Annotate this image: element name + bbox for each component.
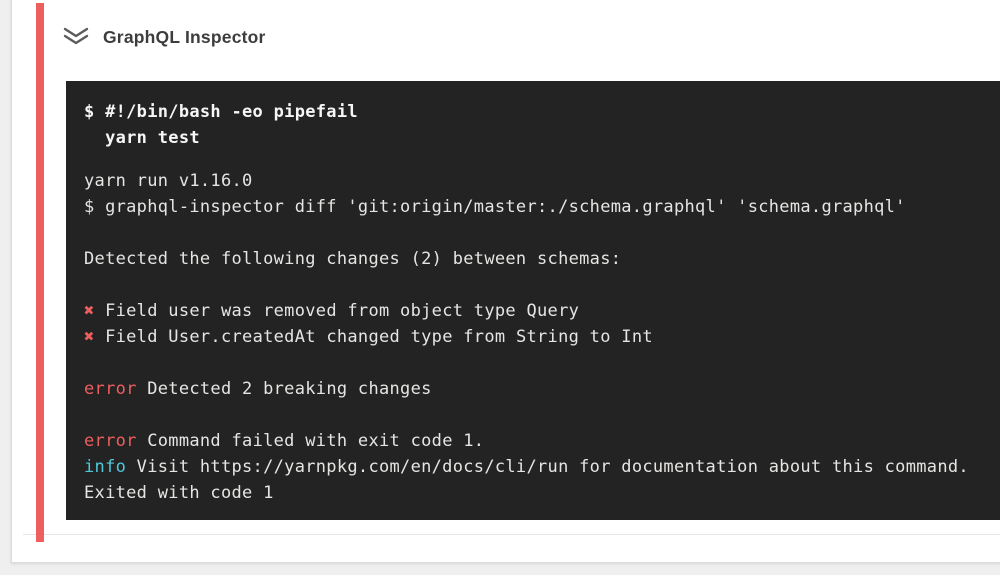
step-section [23, 0, 1000, 535]
failure-status-stripe [36, 3, 44, 542]
text-token: Field user was removed from object type … [94, 301, 580, 321]
info-token: info [84, 457, 127, 477]
step-title: GraphQL Inspector [103, 26, 266, 47]
terminal-line: yarn run v1.16.0 [84, 168, 982, 194]
text-token: Field User.createdAt changed type from S… [94, 327, 653, 347]
step-header[interactable]: GraphQL Inspector [62, 24, 266, 50]
terminal-line [84, 402, 982, 428]
terminal-line: error Command failed with exit code 1. [84, 428, 982, 454]
terminal-line: error Detected 2 breaking changes [84, 376, 982, 402]
error-token: ✖ [84, 327, 95, 347]
error-token: ✖ [84, 301, 95, 321]
terminal-line: ✖ Field user was removed from object typ… [84, 298, 982, 324]
text-token: $ graphql-inspector diff 'git:origin/mas… [84, 197, 906, 217]
terminal-line: ✖ Field User.createdAt changed type from… [84, 324, 982, 350]
command-block: $ #!/bin/bash -eo pipefail yarn test [84, 99, 982, 151]
text-token: yarn run v1.16.0 [84, 171, 253, 191]
double-chevron-down-icon[interactable] [62, 26, 90, 48]
error-token: error [84, 379, 137, 399]
text-token: Visit https://yarnpkg.com/en/docs/cli/ru… [126, 457, 969, 477]
terminal-command-line: $ #!/bin/bash -eo pipefail [84, 102, 358, 122]
terminal-line: $ graphql-inspector diff 'git:origin/mas… [84, 194, 982, 220]
output-block: yarn run v1.16.0 $ graphql-inspector diff… [84, 168, 982, 506]
terminal-command-line: yarn test [84, 128, 200, 148]
text-token: Detected 2 breaking changes [136, 379, 432, 399]
terminal-line [84, 220, 982, 246]
terminal-line [84, 350, 982, 376]
terminal-line: Detected the following changes (2) betwe… [84, 246, 982, 272]
terminal-line: info Visit https://yarnpkg.com/en/docs/c… [84, 454, 982, 480]
terminal-output: $ #!/bin/bash -eo pipefail yarn test yar… [66, 81, 1000, 520]
text-token: Exited with code 1 [84, 483, 274, 503]
terminal-line: Exited with code 1 [84, 480, 982, 506]
text-token: Detected the following changes (2) betwe… [84, 249, 622, 269]
text-token: Command failed with exit code 1. [136, 431, 485, 451]
error-token: error [84, 431, 137, 451]
terminal-line [84, 272, 982, 298]
